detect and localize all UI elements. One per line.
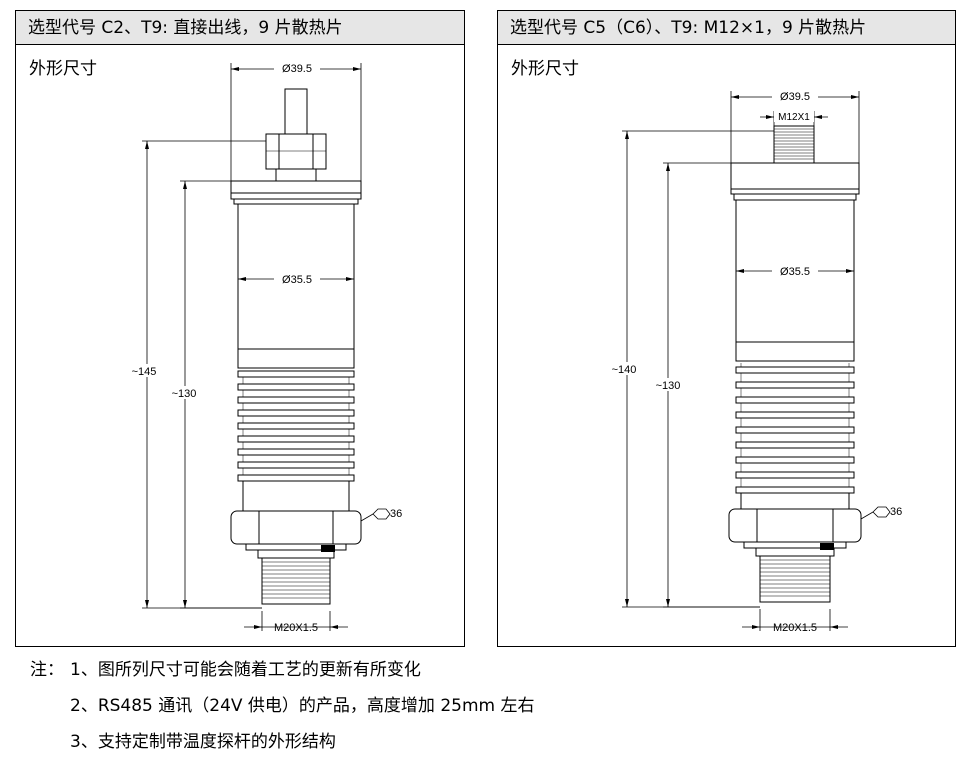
left-panel-subtitle: 外形尺寸 [29,59,97,79]
right-hex-size: 36 [890,506,902,518]
right-thread-size: M20X1.5 [773,622,817,634]
left-hex-size: 36 [390,508,402,520]
right-fins [735,366,855,494]
right-panel-title: 选型代号 C5（C6）、T9: M12×1，9 片散热片 [498,11,955,45]
left-body-diameter: Ø35.5 [282,274,312,286]
note-item-1: 1、图所列尺寸可能会随着工艺的更新有所变化 [70,660,421,680]
right-overall-length: ~140 [612,364,637,376]
right-top-diameter: Ø39.5 [780,91,810,103]
right-body-length: ~130 [656,380,681,392]
right-body-diameter: Ø35.5 [780,266,810,278]
note-prefix: 注： [30,660,64,680]
left-panel-title: 选型代号 C2、T9: 直接出线，9 片散热片 [16,11,464,45]
right-connector-size: M12X1 [778,112,810,123]
left-top-diameter: Ø39.5 [282,63,312,75]
left-fins [237,370,355,482]
right-panel-subtitle: 外形尺寸 [511,59,579,79]
left-panel: 选型代号 C2、T9: 直接出线，9 片散热片 外形尺寸 [15,10,465,647]
left-overall-length: ~145 [132,366,157,378]
right-sensor-drawing: Ø39.5 M12X1 Ø35.5 ~140 ~130 36 M20X1.5 [606,89,902,634]
left-body-length: ~130 [172,388,197,400]
left-thread-size: M20X1.5 [274,622,318,634]
right-panel: 选型代号 C5（C6）、T9: M12×1，9 片散热片 外形尺寸 [497,10,956,647]
note-item-2: 2、RS485 通讯（24V 供电）的产品，高度增加 25mm 左右 [70,696,535,716]
note-item-3: 3、支持定制带温度探杆的外形结构 [70,732,336,752]
left-sensor-drawing: Ø39.5 Ø35.5 ~145 ~130 36 M20X1.5 [124,61,402,634]
